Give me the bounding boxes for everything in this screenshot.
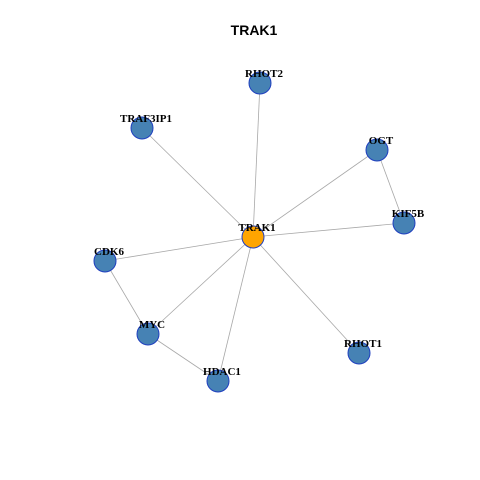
- node-hdac1[interactable]: HDAC1: [203, 366, 241, 393]
- edge-trak1-rhot1: [252, 236, 360, 354]
- node-label-rhot2: RHOT2: [245, 68, 283, 80]
- node-circle-cdk6[interactable]: [93, 249, 117, 273]
- node-label-trak1: TRAK1: [238, 222, 275, 234]
- node-circle-trak1[interactable]: [241, 225, 265, 249]
- node-label-cdk6: CDK6: [94, 246, 124, 258]
- node-label-hdac1: HDAC1: [203, 366, 241, 378]
- node-trak1[interactable]: TRAK1: [238, 222, 276, 249]
- edge-trak1-rhot2: [252, 82, 261, 238]
- node-circle-myc[interactable]: [136, 322, 160, 346]
- edge-trak1-cdk6: [104, 236, 254, 262]
- node-rhot2[interactable]: RHOT2: [245, 68, 283, 95]
- node-label-ogt: OGT: [369, 135, 394, 147]
- edge-ogt-kif5b: [376, 149, 405, 224]
- edge-trak1-hdac1: [217, 236, 254, 382]
- edge-cdk6-myc: [104, 260, 149, 335]
- node-circle-rhot2[interactable]: [248, 71, 272, 95]
- node-label-kif5b: KIF5B: [392, 208, 425, 220]
- node-label-rhot1: RHOT1: [344, 338, 382, 350]
- node-circle-rhot1[interactable]: [347, 341, 371, 365]
- graph-title: TRAK1: [231, 22, 278, 38]
- node-circle-ogt[interactable]: [365, 138, 389, 162]
- node-label-traf3ip1: TRAF3IP1: [120, 113, 172, 125]
- edge-trak1-ogt: [252, 149, 378, 238]
- node-ogt[interactable]: OGT: [365, 135, 394, 162]
- node-rhot1[interactable]: RHOT1: [344, 338, 382, 365]
- edge-trak1-kif5b: [252, 222, 405, 238]
- node-circle-traf3ip1[interactable]: [130, 116, 154, 140]
- node-myc[interactable]: MYC: [136, 319, 165, 346]
- node-circle-hdac1[interactable]: [206, 369, 230, 393]
- node-kif5b[interactable]: KIF5B: [392, 208, 425, 235]
- edge-trak1-myc: [147, 236, 254, 335]
- node-label-myc: MYC: [139, 319, 165, 331]
- node-traf3ip1[interactable]: TRAF3IP1: [120, 113, 172, 140]
- node-circle-kif5b[interactable]: [392, 211, 416, 235]
- edge-myc-hdac1: [147, 333, 219, 382]
- node-cdk6[interactable]: CDK6: [93, 246, 124, 273]
- edges-layer: [104, 82, 405, 382]
- edge-trak1-traf3ip1: [141, 127, 254, 238]
